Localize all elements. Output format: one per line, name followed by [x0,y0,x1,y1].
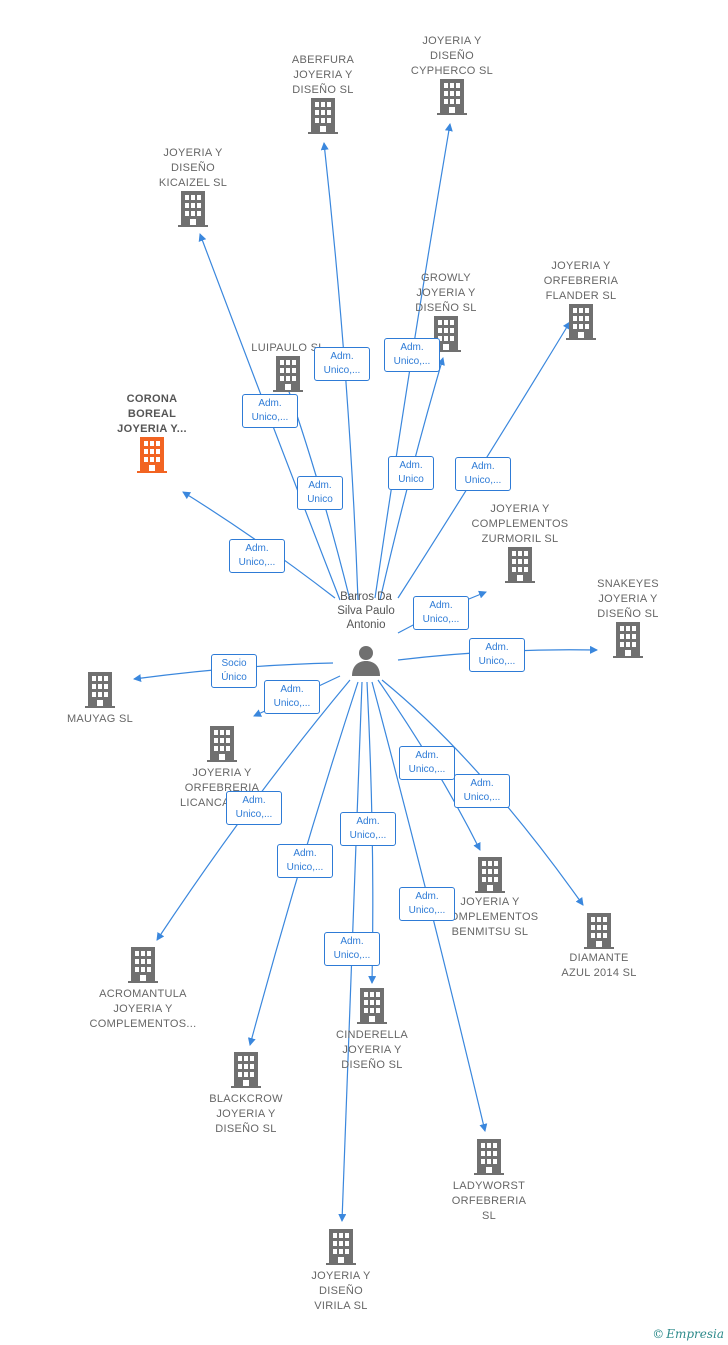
building-icon [357,988,387,1024]
company-label[interactable]: CORONA BOREAL JOYERIA Y... [117,393,187,435]
company-node-blackcrow[interactable]: BLACKCROW JOYERIA Y DISEÑO SL [181,1052,311,1137]
company-node-mauyag[interactable]: MAUYAG SL [35,672,165,727]
relation-badge-aberfura[interactable]: Adm. Unico,... [314,347,370,381]
relation-badge-ladyworst[interactable]: Adm. Unico,... [399,887,455,921]
company-node-zurmoril[interactable]: JOYERIA Y COMPLEMENTOS ZURMORIL SL [455,502,585,583]
company-label[interactable]: BLACKCROW JOYERIA Y DISEÑO SL [209,1093,283,1135]
relation-badge-zurmoril[interactable]: Adm. Unico,... [413,596,469,630]
company-node-growly[interactable]: GROWLY JOYERIA Y DISEÑO SL [381,271,511,352]
building-icon [273,356,303,392]
company-node-cypherco[interactable]: JOYERIA Y DISEÑO CYPHERCO SL [387,34,517,115]
brand-footer: ©Empresia [652,1327,724,1341]
relation-badge-licancabur[interactable]: Adm. Unico,... [264,680,320,714]
building-icon [505,547,535,583]
person-icon [352,646,380,676]
building-icon [137,437,167,473]
company-label[interactable]: JOYERIA Y DISEÑO CYPHERCO SL [410,35,494,77]
relation-badge-mauyag[interactable]: Socio Único [211,654,257,688]
relation-badge-flander[interactable]: Adm. Unico,... [455,457,511,491]
company-label[interactable]: GROWLY JOYERIA Y DISEÑO SL [415,272,477,314]
building-icon [566,304,596,340]
company-label[interactable]: JOYERIA Y DISEÑO VIRILA SL [311,1270,371,1312]
building-icon [85,672,115,708]
building-icon [613,622,643,658]
company-label[interactable]: SNAKEYES JOYERIA Y DISEÑO SL [597,578,659,620]
relation-badge-blackcrow[interactable]: Adm. Unico,... [277,844,333,878]
building-icon [128,947,158,983]
relation-badge-kicaizel[interactable]: Adm. Unico,... [242,394,298,428]
company-node-snakeyes[interactable]: SNAKEYES JOYERIA Y DISEÑO SL [563,577,693,658]
relation-badge-acromantula[interactable]: Adm. Unico,... [226,791,282,825]
relation-badge-corona[interactable]: Adm. Unico,... [229,539,285,573]
building-icon [308,98,338,134]
building-icon [231,1052,261,1088]
person-node[interactable]: Barros Da Silva Paulo Antonio [306,590,426,676]
company-node-licancabur[interactable]: JOYERIA Y ORFEBRERIA LICANCABUR... [157,726,287,811]
company-node-diamante[interactable]: DIAMANTE AZUL 2014 SL [534,913,664,981]
building-icon [474,1139,504,1175]
company-label[interactable]: CINDERELLA JOYERIA Y DISEÑO SL [335,1029,409,1071]
relation-badge-benmitsu[interactable]: Adm. Unico,... [399,746,455,780]
company-node-kicaizel[interactable]: JOYERIA Y DISEÑO KICAIZEL SL [128,146,258,227]
company-node-acromantula[interactable]: ACROMANTULA JOYERIA Y COMPLEMENTOS... [78,947,208,1032]
relation-badge-cypherco[interactable]: Adm. Unico [388,456,434,490]
building-icon [326,1229,356,1265]
brand-logo[interactable]: Empresia [666,1327,724,1341]
copyright-symbol: © [652,1327,665,1341]
company-label[interactable]: ABERFURA JOYERIA Y DISEÑO SL [291,54,355,96]
company-node-flander[interactable]: JOYERIA Y ORFEBRERIA FLANDER SL [516,259,646,340]
company-label[interactable]: JOYERIA Y DISEÑO KICAIZEL SL [158,147,228,189]
company-label[interactable]: LADYWORST ORFEBRERIA SL [451,1180,527,1222]
relation-badge-diamante[interactable]: Adm. Unico,... [454,774,510,808]
building-icon [207,726,237,762]
company-node-ladyworst[interactable]: LADYWORST ORFEBRERIA SL [424,1139,554,1224]
building-icon [437,79,467,115]
relation-badge-luipaulo[interactable]: Adm. Unico [297,476,343,510]
company-node-cinderella[interactable]: CINDERELLA JOYERIA Y DISEÑO SL [307,988,437,1073]
relation-badge-cinderella[interactable]: Adm. Unico,... [340,812,396,846]
relation-badge-snakeyes[interactable]: Adm. Unico,... [469,638,525,672]
company-label[interactable]: JOYERIA Y ORFEBRERIA FLANDER SL [543,260,619,302]
building-icon [475,857,505,893]
company-label[interactable]: MAUYAG SL [66,713,134,725]
relation-badge-virila[interactable]: Adm. Unico,... [324,932,380,966]
building-icon [584,913,614,949]
company-node-virila[interactable]: JOYERIA Y DISEÑO VIRILA SL [276,1229,406,1314]
person-label[interactable]: Barros Da Silva Paulo Antonio [337,591,395,631]
company-label[interactable]: JOYERIA Y COMPLEMENTOS ZURMORIL SL [471,503,569,545]
company-node-aberfura[interactable]: ABERFURA JOYERIA Y DISEÑO SL [258,53,388,134]
company-node-benmitsu[interactable]: JOYERIA Y COMPLEMENTOS BENMITSU SL [425,857,555,940]
building-icon [431,316,461,352]
company-label[interactable]: DIAMANTE AZUL 2014 SL [561,952,637,979]
company-label[interactable]: JOYERIA Y COMPLEMENTOS BENMITSU SL [441,896,539,938]
company-label[interactable]: ACROMANTULA JOYERIA Y COMPLEMENTOS... [89,988,197,1030]
relation-badge-growly[interactable]: Adm. Unico,... [384,338,440,372]
company-node-corona-boreal[interactable]: CORONA BOREAL JOYERIA Y... [87,392,217,473]
building-icon [178,191,208,227]
